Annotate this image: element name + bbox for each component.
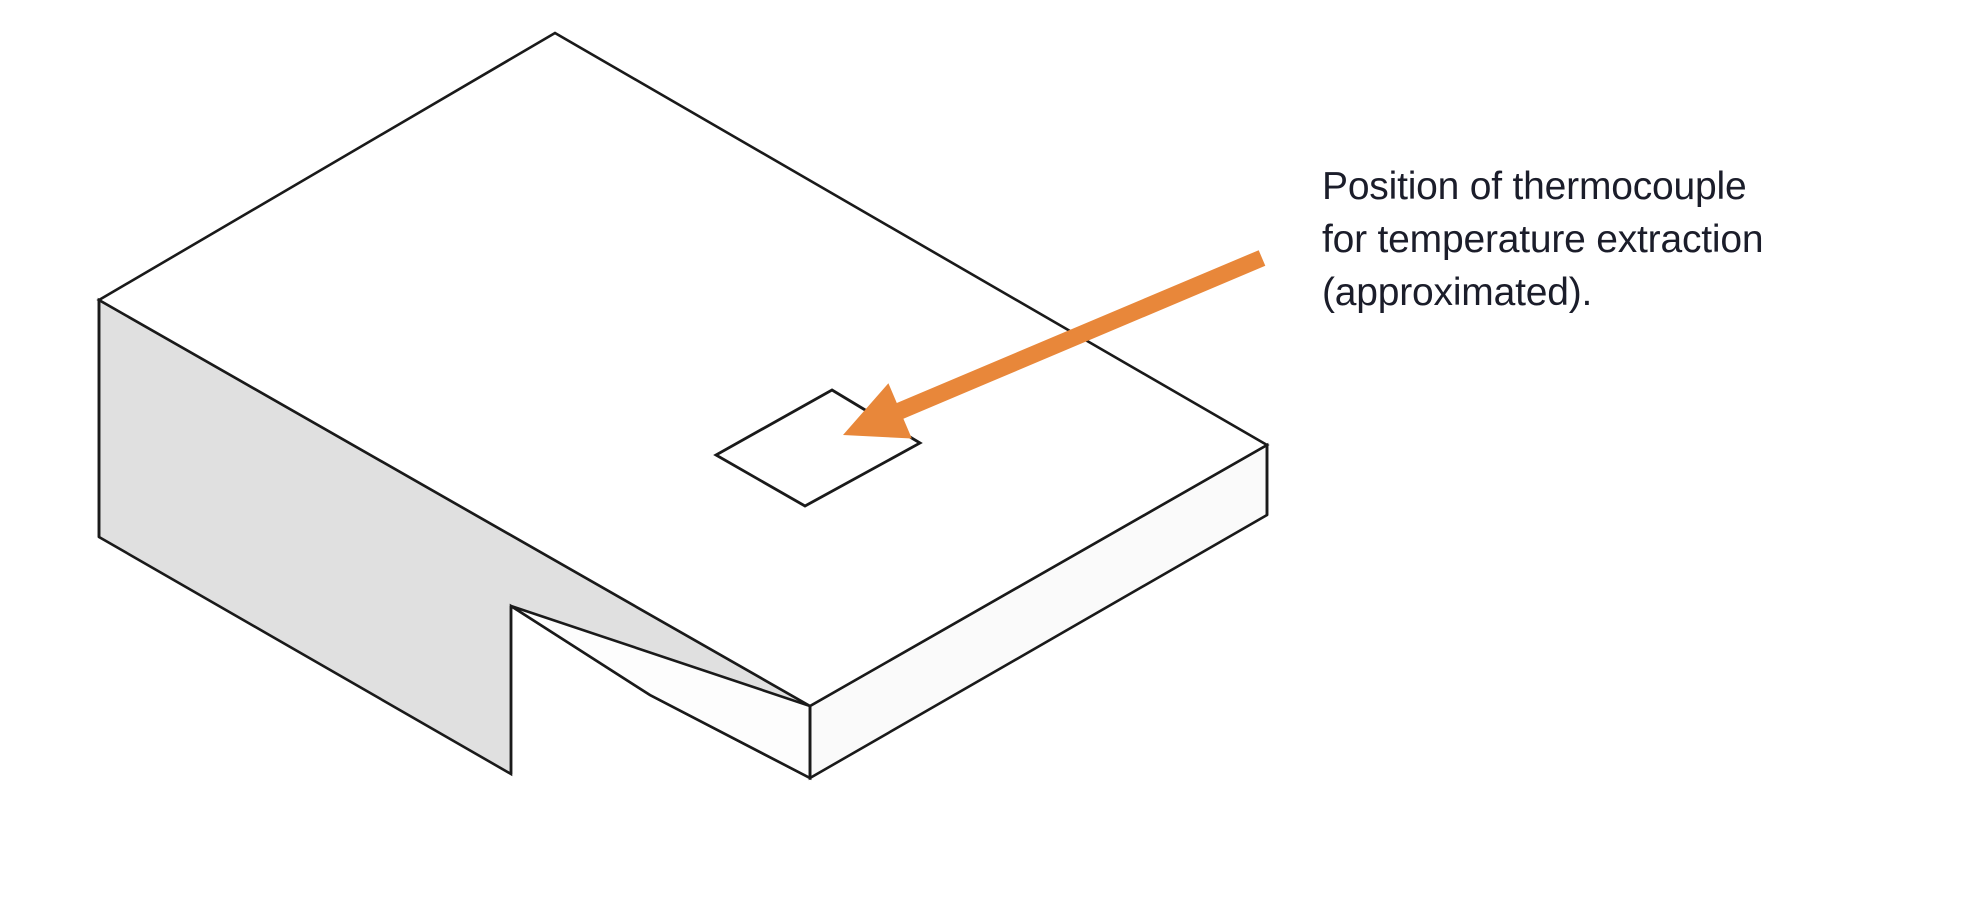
annotation-line-3: (approximated). (1322, 271, 1593, 314)
annotation-line-1: Position of thermocouple (1322, 165, 1747, 208)
annotation-text-block: Position of thermocouple for temperature… (1322, 160, 1942, 319)
callout-arrow (843, 250, 1266, 439)
annotation-line-2: for temperature extraction (1322, 218, 1764, 261)
callout-arrow-shape (843, 250, 1266, 439)
slab-block (96, 31, 1270, 781)
